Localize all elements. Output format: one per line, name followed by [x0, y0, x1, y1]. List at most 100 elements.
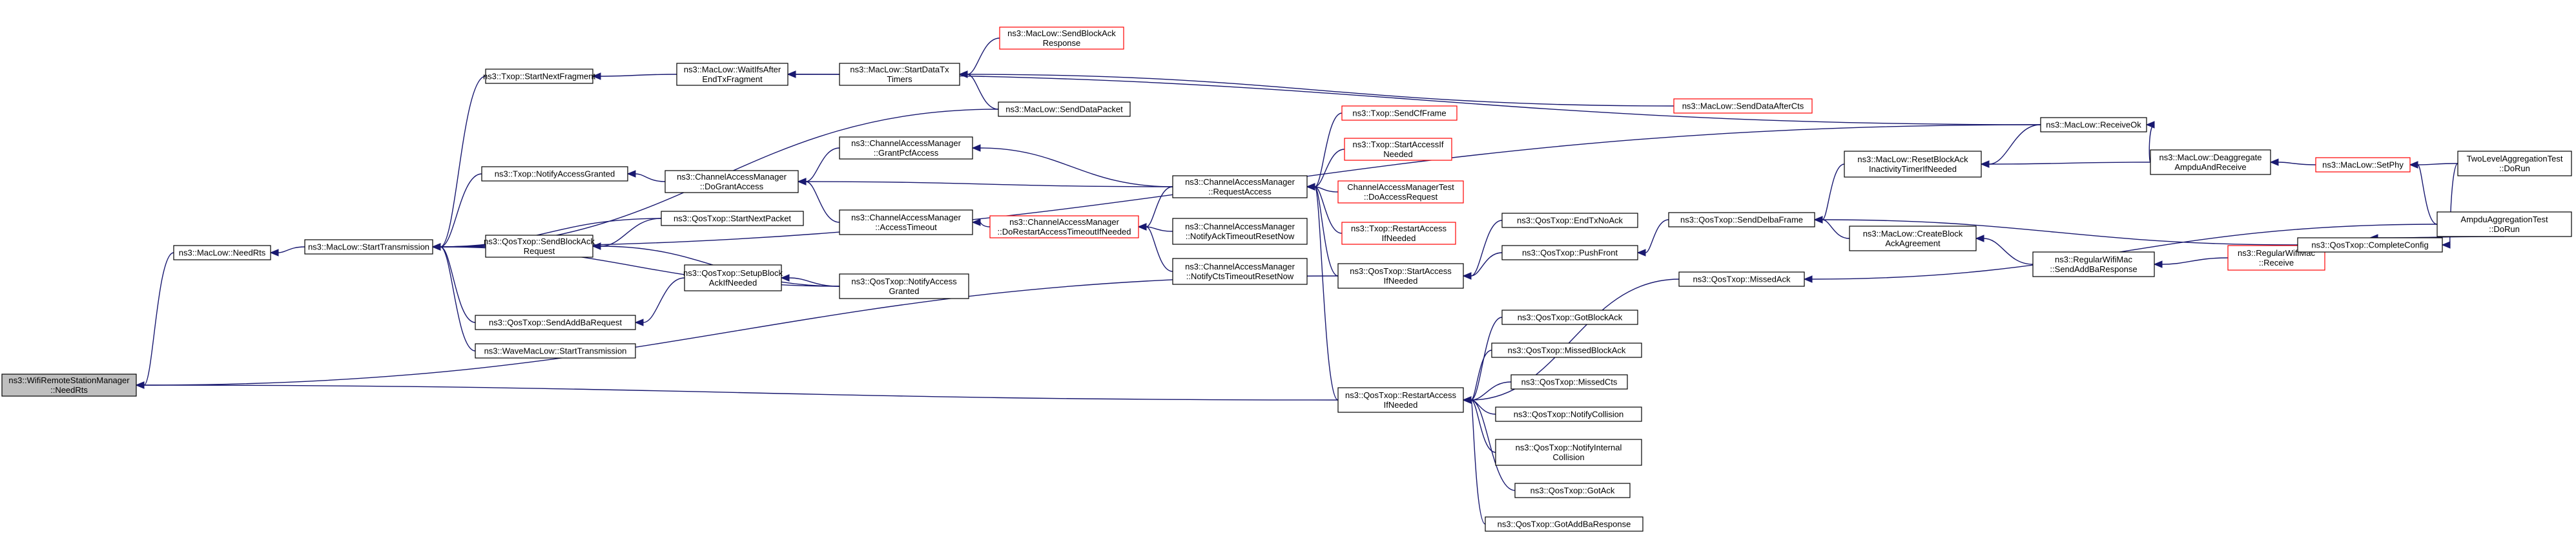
node-box: [475, 343, 636, 359]
node-label: ns3::QosTxop::GotAck: [1530, 486, 1615, 496]
node-label: ::SendAddBaResponse: [2050, 264, 2137, 274]
node-qos-notifyaccess[interactable]: ns3::QosTxop::NotifyAccessGranted: [839, 273, 969, 299]
node-notifycts[interactable]: ns3::ChannelAccessManager::NotifyCtsTime…: [1172, 258, 1308, 285]
node-notifyaccess[interactable]: ns3::Txop::NotifyAccessGranted: [481, 166, 628, 182]
node-label: ns3::Txop::RestartAccess: [1351, 224, 1447, 233]
node-box: [998, 101, 1131, 117]
node-label: ns3::QosTxop::SendBlockAck: [484, 237, 595, 246]
node-gotaddba[interactable]: ns3::QosTxop::GotAddBaResponse: [1485, 516, 1643, 532]
edge-requestaccess-to-dorestart: [1146, 186, 1173, 227]
node-box: [173, 245, 271, 260]
node-setphy[interactable]: ns3::MacLow::SetPhy: [2315, 157, 2411, 173]
node-label: ns3::MacLow::ReceiveOk: [2046, 120, 2141, 130]
edge-txop_startaccess-to-requestaccess: [1314, 149, 1345, 187]
node-label: InactivityTimerIfNeeded: [1869, 164, 1957, 174]
edge-receiveok-to-resetblockack: [1988, 124, 2041, 165]
node-accesstimeout[interactable]: ns3::ChannelAccessManager::AccessTimeout: [839, 209, 973, 235]
node-receiveok[interactable]: ns3::MacLow::ReceiveOk: [2040, 117, 2147, 132]
node-senddatapacket[interactable]: ns3::MacLow::SendDataPacket: [998, 101, 1131, 117]
edge-setphy-to-deaggregate: [2278, 162, 2316, 165]
node-grantpcf[interactable]: ns3::ChannelAccessManager::GrantPcfAcces…: [839, 136, 973, 160]
node-box: [999, 26, 1124, 50]
node-label: Granted: [889, 286, 920, 296]
node-label: ns3::QosTxop::RestartAccess: [1345, 390, 1456, 400]
edge-gotaddba-to-qos_restart: [1470, 399, 1486, 525]
edge-arrowhead: [971, 144, 981, 152]
edge-arrowhead: [1636, 249, 1646, 257]
node-box: [839, 273, 969, 299]
node-sendaddba[interactable]: ns3::QosTxop::SendAddBaRequest: [475, 315, 636, 330]
node-endtxnoack[interactable]: ns3::QosTxop::EndTxNoAck: [1501, 213, 1638, 228]
node-startnextfrag[interactable]: ns3::Txop::StartNextFragment: [483, 68, 596, 84]
node-starttx[interactable]: ns3::MacLow::StartTransmission: [304, 239, 433, 255]
node-dogrant[interactable]: ns3::ChannelAccessManager::DoGrantAccess: [665, 170, 799, 193]
node-box: [1485, 516, 1643, 532]
node-label: ns3::QosTxop::StartNextPacket: [674, 214, 791, 224]
node-notifycollision[interactable]: ns3::QosTxop::NotifyCollision: [1495, 406, 1642, 422]
node-label: AckAgreement: [1885, 238, 1941, 248]
node-missedack[interactable]: ns3::QosTxop::MissedAck: [1678, 271, 1805, 287]
node-ampduagg[interactable]: AmpduAggregationTest::DoRun: [2437, 211, 2572, 237]
node-label: ns3::Txop::SendCfFrame: [1352, 109, 1446, 118]
edge-sendcfframe-to-requestaccess: [1314, 112, 1343, 187]
node-twolevel[interactable]: TwoLevelAggregationTest::DoRun: [2457, 151, 2572, 176]
node-label: ns3::RegularWifiMac: [2055, 255, 2132, 264]
node-gotack[interactable]: ns3::QosTxop::GotAck: [1514, 483, 1631, 498]
node-box: [1172, 218, 1308, 245]
node-label: ns3::QosTxop::CompleteConfig: [2311, 240, 2428, 250]
edge-arrowhead: [958, 70, 968, 78]
node-regularwifi-sendaddba[interactable]: ns3::RegularWifiMac::SendAddBaResponse: [2032, 251, 2155, 277]
node-label: ::RequestAccess: [1208, 187, 1272, 196]
edge-dorestart-to-accesstimeout: [980, 222, 991, 227]
node-box: [1849, 226, 1977, 251]
edge-missedcts-to-qos_restart: [1470, 381, 1512, 401]
edge-waitsifs-to-startnextfrag: [600, 74, 677, 77]
node-label: ns3::QosTxop::SetupBlock: [683, 268, 783, 278]
node-senddelba[interactable]: ns3::QosTxop::SendDelbaFrame: [1668, 212, 1815, 227]
node-requestaccess[interactable]: ns3::ChannelAccessManager::RequestAccess: [1172, 175, 1308, 198]
node-senddataaftercts[interactable]: ns3::MacLow::SendDataAfterCts: [1673, 98, 1813, 114]
edge-grantpcf-to-dogrant: [805, 147, 840, 182]
node-completeconfig[interactable]: ns3::QosTxop::CompleteConfig: [2297, 237, 2443, 253]
node-notifyacktimeout[interactable]: ns3::ChannelAccessManager::NotifyAckTime…: [1172, 218, 1308, 245]
node-missedcts[interactable]: ns3::QosTxop::MissedCts: [1510, 374, 1628, 390]
node-wave-starttx[interactable]: ns3::WaveMacLow::StartTransmission: [475, 343, 636, 359]
node-label: Request: [524, 246, 555, 256]
node-label: ns3::QosTxop::EndTxNoAck: [1517, 216, 1623, 226]
edge-needrts-to-root: [143, 252, 174, 386]
edge-regularwifi_sendaddba-to-createblockack: [1983, 238, 2034, 265]
node-box: [1495, 406, 1642, 422]
edge-arrowhead: [797, 178, 807, 185]
node-label: Response: [1043, 38, 1081, 48]
node-label: ns3::MacLow::ResetBlockAck: [1857, 154, 1968, 164]
node-needrts[interactable]: ns3::MacLow::NeedRts: [173, 245, 271, 260]
node-camtest[interactable]: ChannelAccessManagerTest::DoAccessReques…: [1337, 180, 1464, 204]
node-gotblockack[interactable]: ns3::QosTxop::GotBlockAck: [1501, 310, 1638, 325]
edge-requestaccess-to-grantpcf: [980, 147, 1173, 187]
edge-arrowhead: [1137, 223, 1147, 231]
node-box: [2032, 251, 2155, 277]
node-label: ::NotifyCtsTimeoutResetNow: [1186, 271, 1294, 281]
node-root[interactable]: ns3::WifiRemoteStationManager::NeedRts: [1, 374, 137, 397]
node-resetblockack[interactable]: ns3::MacLow::ResetBlockAckInactivityTime…: [1844, 151, 1982, 178]
node-pushfront[interactable]: ns3::QosTxop::PushFront: [1501, 245, 1638, 260]
node-qos-startnextpacket[interactable]: ns3::QosTxop::StartNextPacket: [661, 211, 804, 226]
node-dorestart[interactable]: ns3::ChannelAccessManager::DoRestartAcce…: [989, 215, 1139, 238]
edge-accesstimeout-to-dogrant: [805, 181, 840, 223]
node-box: [1337, 263, 1464, 289]
node-missedblockack[interactable]: ns3::QosTxop::MissedBlockAck: [1491, 342, 1642, 358]
node-box: [1, 374, 137, 397]
node-sendcfframe[interactable]: ns3::Txop::SendCfFrame: [1341, 105, 1458, 121]
